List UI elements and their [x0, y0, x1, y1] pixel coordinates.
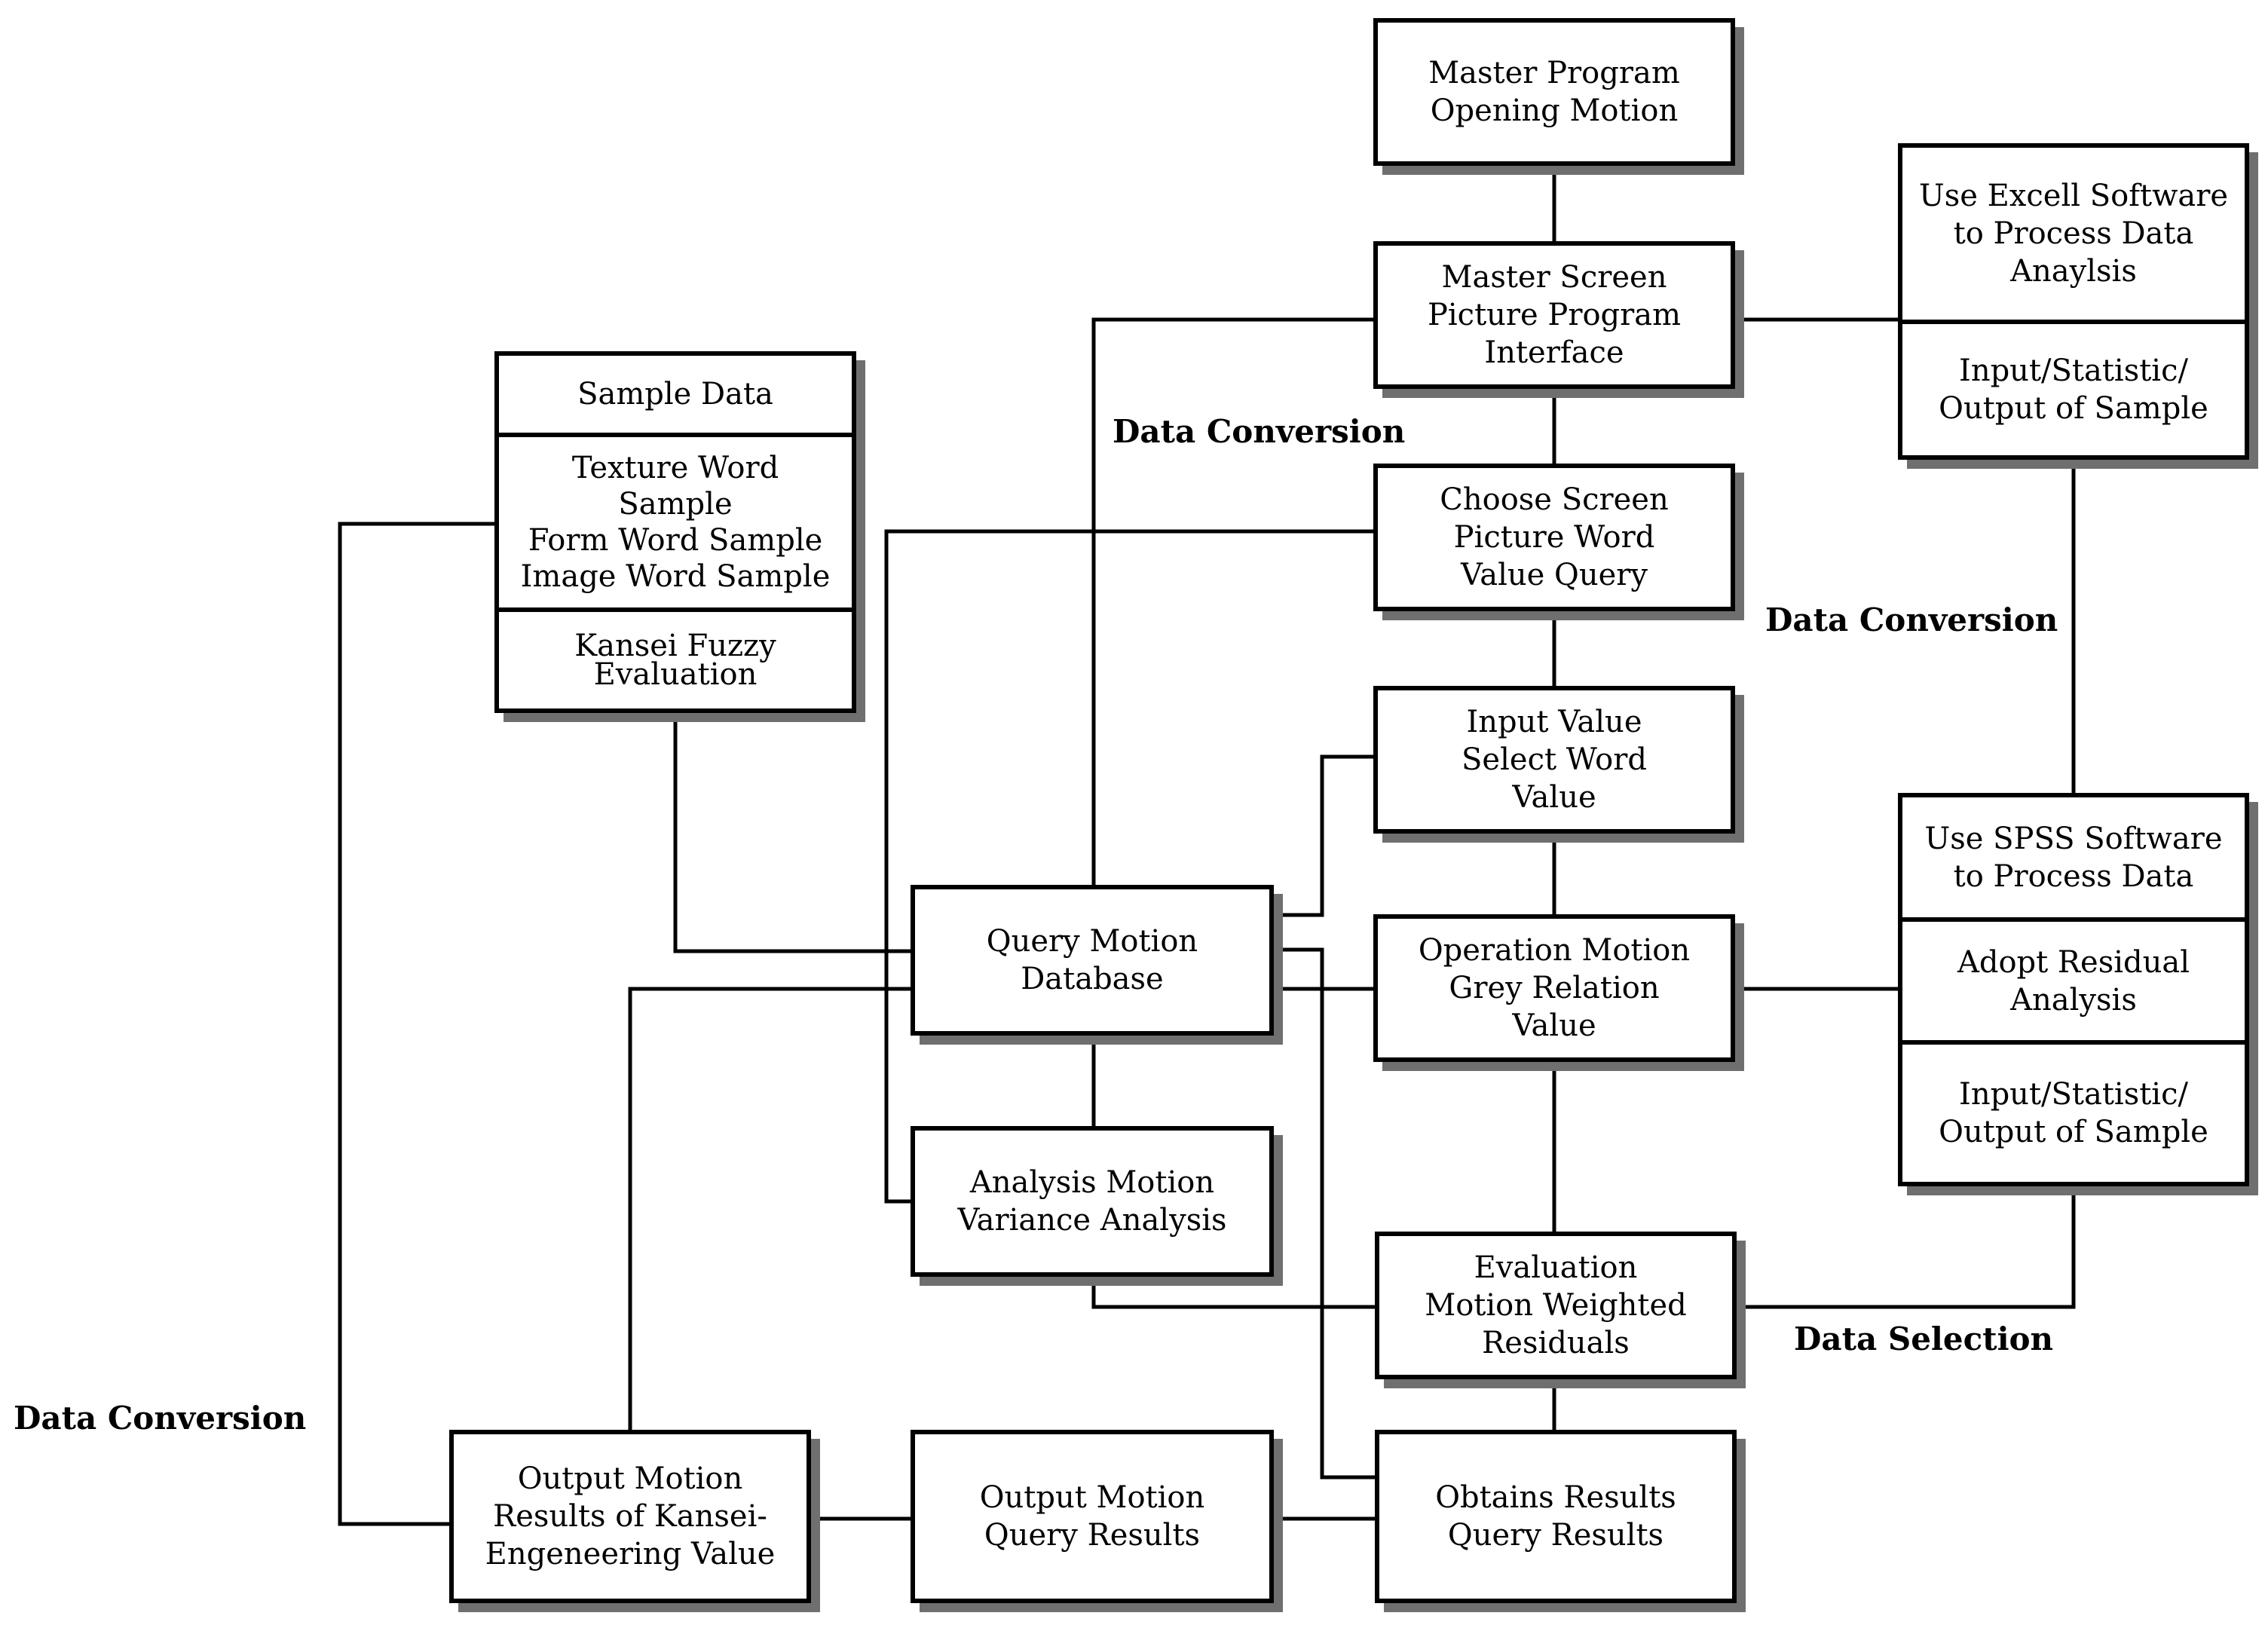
box-master-program: Master Program Opening Motion — [1373, 18, 1735, 166]
box-input-value-text: Input Value Select Word Value — [1461, 705, 1647, 815]
label-data-conversion-right: Data Conversion — [1765, 601, 2058, 638]
excel-sample: Input/Statistic/ Output of Sample — [1902, 320, 2245, 455]
box-output-kansei: Output Motion Results of Kansei- Engenee… — [449, 1430, 811, 1603]
box-analysis-motion: Analysis Motion Variance Analysis — [911, 1126, 1274, 1277]
label-data-conversion-left: Data Conversion — [14, 1400, 307, 1437]
connector-choose-to-analysis — [884, 529, 1373, 1204]
box-operation-motion: Operation Motion Grey Relation Value — [1373, 914, 1735, 1062]
connector-query-to-obtains — [1274, 947, 1375, 1480]
sample-data-words: Texture Word Sample Form Word Sample Ima… — [499, 433, 852, 607]
box-excel: Use Excell Software to Process Data Anay… — [1898, 143, 2249, 460]
box-analysis-motion-text: Analysis Motion Variance Analysis — [957, 1165, 1227, 1238]
box-master-screen: Master Screen Picture Program Interface — [1373, 241, 1735, 389]
spss-residual: Adopt Residual Analysis — [1902, 917, 2245, 1040]
box-obtains-results: Obtains Results Query Results — [1375, 1430, 1737, 1603]
box-master-program-text: Master Program Opening Motion — [1428, 56, 1680, 128]
connector-sample-to-query — [673, 713, 911, 953]
box-master-screen-text: Master Screen Picture Program Interface — [1427, 260, 1682, 370]
spss-title: Use SPSS Software to Process Data — [1924, 821, 2223, 894]
box-query-db-text: Query Motion Database — [986, 924, 1198, 996]
spss-sample: Input/Statistic/ Output of Sample — [1902, 1040, 2245, 1182]
connector-sample-to-kansei-left — [338, 522, 494, 1526]
box-evaluation-motion-text: Evaluation Motion Weighted Residuals — [1425, 1250, 1687, 1360]
box-spss: Use SPSS Software to Process Data Adopt … — [1898, 793, 2249, 1186]
box-choose-screen: Choose Screen Picture Word Value Query — [1373, 464, 1735, 611]
box-query-db: Query Motion Database — [911, 885, 1274, 1036]
box-evaluation-motion: Evaluation Motion Weighted Residuals — [1375, 1232, 1737, 1379]
box-output-query: Output Motion Query Results — [911, 1430, 1274, 1603]
connector-spss-to-evaluation — [1737, 1186, 2076, 1309]
connector-input-to-query — [1274, 754, 1373, 917]
sample-data-title: Sample Data — [577, 377, 773, 412]
connector-screen-to-query — [1091, 317, 1373, 885]
excel-title: Use Excell Software to Process Data Anay… — [1919, 179, 2228, 289]
connector-analysis-to-evaluation — [1091, 1277, 1375, 1309]
sample-data-kansei: Kansei Fuzzy Evaluation — [499, 607, 852, 708]
connector-query-to-kansei — [628, 987, 911, 1430]
box-output-query-text: Output Motion Query Results — [979, 1480, 1205, 1553]
box-output-kansei-text: Output Motion Results of Kansei- Engenee… — [485, 1461, 776, 1571]
box-obtains-results-text: Obtains Results Query Results — [1435, 1480, 1676, 1553]
label-data-conversion-top: Data Conversion — [1113, 413, 1406, 450]
box-input-value: Input Value Select Word Value — [1373, 686, 1735, 834]
box-operation-motion-text: Operation Motion Grey Relation Value — [1418, 933, 1691, 1043]
label-data-selection: Data Selection — [1794, 1320, 2054, 1357]
box-sample-data: Sample Data Texture Word Sample Form Wor… — [494, 351, 856, 713]
box-choose-screen-text: Choose Screen Picture Word Value Query — [1440, 482, 1669, 592]
